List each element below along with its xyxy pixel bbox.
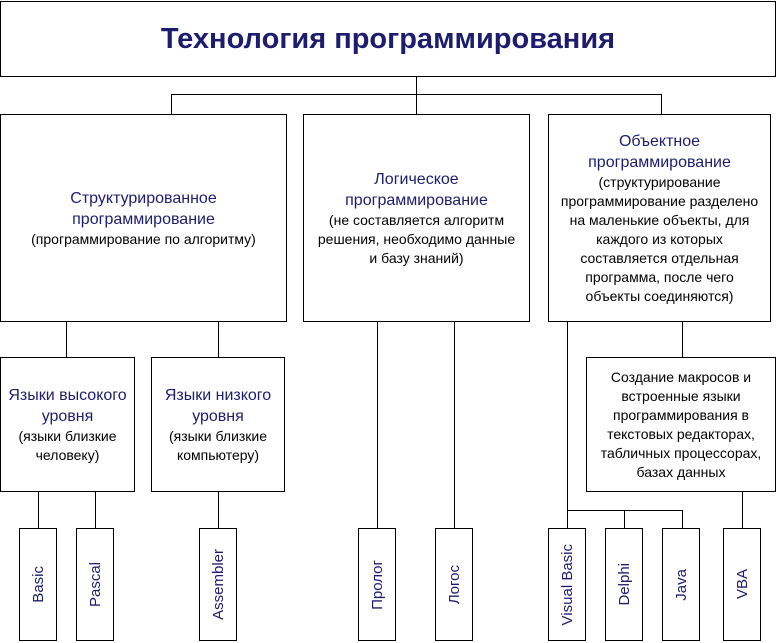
connector-macros-to-vba bbox=[742, 491, 743, 528]
connector-structured-to-high bbox=[66, 321, 67, 357]
connector-to-delphi bbox=[624, 510, 625, 528]
leaf-visual-basic-label: Visual Basic bbox=[558, 543, 576, 626]
high-level-heading: Языки высокого уровня bbox=[8, 386, 127, 425]
object-programming-box: Объектное программирование (структуриров… bbox=[548, 114, 771, 322]
leaf-assembler: Assembler bbox=[199, 528, 237, 641]
leaf-basic: Basic bbox=[19, 528, 57, 641]
object-description: (структурирование программирование разде… bbox=[560, 173, 759, 304]
leaf-pascal: Pascal bbox=[76, 528, 114, 641]
connector-object-to-macros bbox=[682, 321, 683, 357]
leaf-logos: Логос bbox=[435, 528, 473, 641]
low-level-description: (языки близкие компьютеру) bbox=[168, 427, 268, 463]
high-level-languages-box: Языки высокого уровня (языки близкие чел… bbox=[0, 357, 135, 492]
leaf-basic-label: Basic bbox=[29, 566, 47, 603]
connector-logical-to-logos bbox=[454, 321, 455, 528]
connector-object-to-visualbasic bbox=[567, 321, 568, 528]
logical-description: (не составляется алгоритм решения, необх… bbox=[317, 211, 516, 266]
object-heading: Объектное программирование bbox=[588, 132, 731, 171]
leaf-delphi: Delphi bbox=[605, 528, 643, 641]
connector-horizontal-oop-langs bbox=[567, 510, 683, 511]
structured-heading: Структурированное программирование bbox=[70, 189, 217, 228]
connector-to-structured bbox=[171, 94, 172, 114]
leaf-java-label: Java bbox=[672, 568, 690, 601]
leaf-assembler-label: Assembler bbox=[209, 549, 227, 620]
logical-heading: Логическое программирование bbox=[345, 170, 488, 209]
leaf-visual-basic: Visual Basic bbox=[548, 528, 586, 641]
low-level-languages-box: Языки низкого уровня (языки близкие комп… bbox=[151, 357, 285, 492]
connector-low-to-assembler bbox=[218, 491, 219, 528]
structured-description: (программирование по алгоритму) bbox=[31, 230, 256, 247]
connector-structured-to-low bbox=[218, 321, 219, 357]
title-box: Технология программирования bbox=[0, 1, 776, 77]
connector-logical-to-prolog bbox=[377, 321, 378, 528]
connector-to-logical bbox=[416, 94, 417, 114]
leaf-delphi-label: Delphi bbox=[615, 563, 633, 606]
leaf-java: Java bbox=[662, 528, 700, 641]
connector-high-to-pascal bbox=[95, 491, 96, 528]
macros-description: Создание макросов и встроенные языки про… bbox=[600, 368, 762, 480]
page-title: Технология программирования bbox=[160, 22, 616, 55]
leaf-prolog: Пролог bbox=[358, 528, 396, 641]
connector-title-down bbox=[416, 76, 417, 94]
connector-to-java bbox=[682, 510, 683, 528]
leaf-prolog-label: Пролог bbox=[368, 559, 386, 610]
leaf-vba: VBA bbox=[723, 528, 761, 641]
connector-to-object bbox=[661, 94, 662, 114]
leaf-pascal-label: Pascal bbox=[86, 561, 104, 608]
structured-programming-box: Структурированное программирование (прог… bbox=[0, 114, 287, 322]
high-level-description: (языки близкие человеку) bbox=[18, 427, 117, 463]
low-level-heading: Языки низкого уровня bbox=[164, 386, 272, 425]
macros-box: Создание макросов и встроенные языки про… bbox=[586, 357, 776, 492]
leaf-vba-label: VBA bbox=[733, 569, 751, 600]
connector-high-to-basic bbox=[38, 491, 39, 528]
leaf-logos-label: Логос bbox=[445, 564, 463, 605]
logical-programming-box: Логическое программирование (не составля… bbox=[303, 114, 530, 322]
